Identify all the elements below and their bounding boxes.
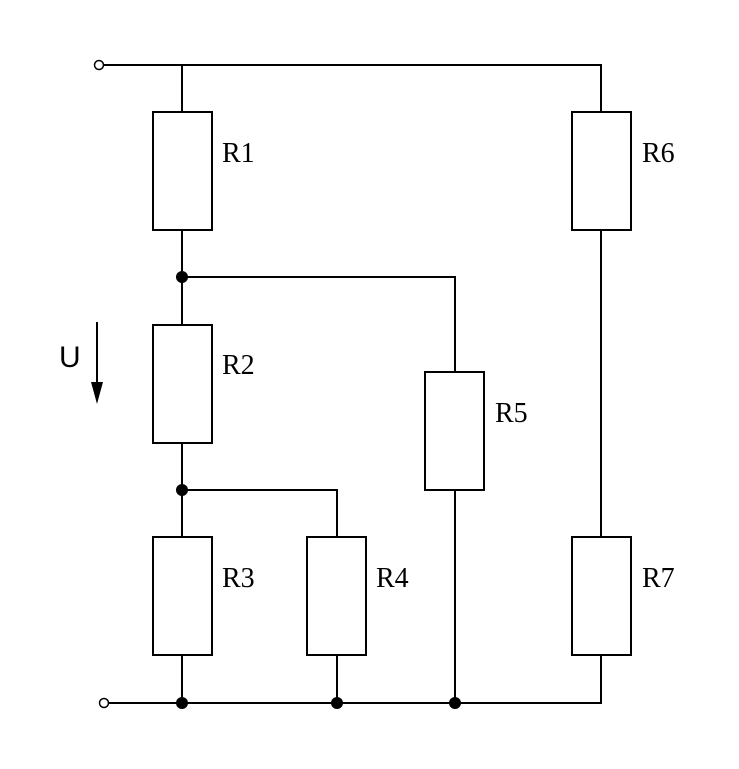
resistor-r1 [152, 111, 213, 231]
node-a-dot [176, 271, 188, 283]
label-r1: R1 [222, 138, 255, 169]
node-bottom-r5-dot [449, 697, 461, 709]
voltage-arrow [91, 322, 103, 404]
node-bottom-r4-dot [331, 697, 343, 709]
node-b-dot [176, 484, 188, 496]
label-r2: R2 [222, 350, 255, 381]
node-bottom-r3-dot [176, 697, 188, 709]
terminal-bottom [98, 697, 110, 709]
label-r4: R4 [376, 563, 409, 594]
label-r3: R3 [222, 563, 255, 594]
labels: U R1 R2 R3 R4 R5 R6 R7 [59, 138, 675, 594]
terminal-top [93, 59, 105, 71]
resistor-r3 [152, 536, 213, 656]
resistor-r4 [306, 536, 367, 656]
label-r7: R7 [642, 563, 675, 594]
voltage-label: U [59, 341, 81, 374]
resistor-r7 [571, 536, 632, 656]
wires [103, 64, 602, 704]
voltage-arrow-head [91, 382, 103, 404]
resistor-r2 [152, 324, 213, 444]
resistor-r5 [424, 371, 485, 491]
label-r5: R5 [495, 398, 528, 429]
resistor-r6 [571, 111, 632, 231]
nodes [176, 271, 461, 709]
label-r6: R6 [642, 138, 675, 169]
resistors [152, 111, 632, 656]
